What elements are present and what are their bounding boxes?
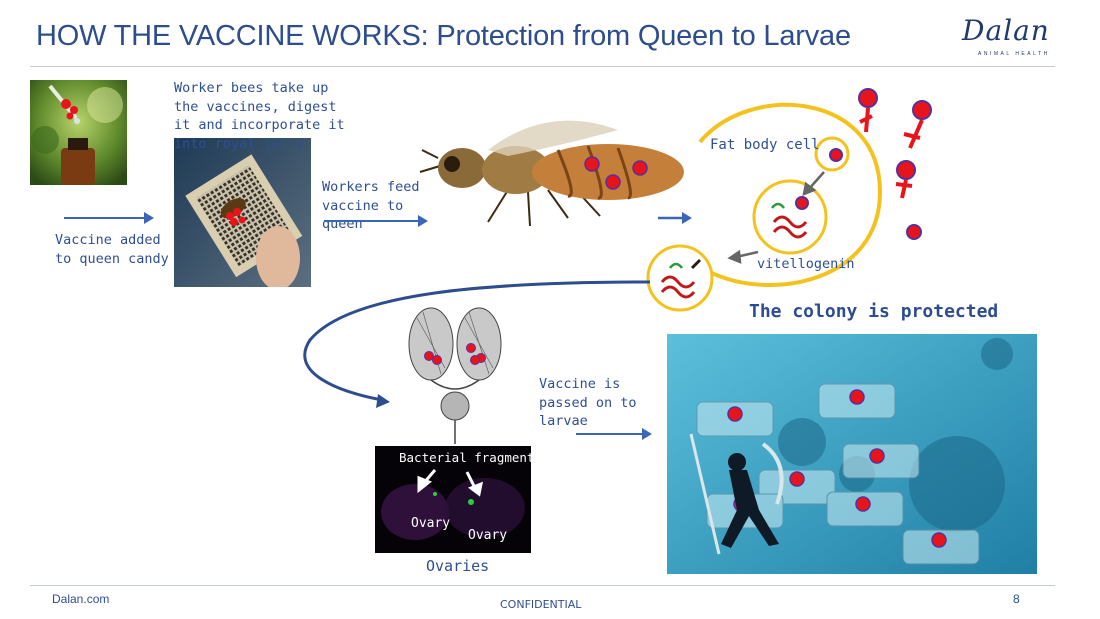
footer-website: Dalan.com [52, 592, 110, 606]
ovaries-caption: Ovaries [426, 557, 490, 575]
colony-protected-image [667, 334, 1037, 574]
queen-cage-photo [174, 138, 311, 287]
queen-bee-illustration [419, 120, 684, 227]
ovary-micrograph: Bacterial fragments Ovary Ovary [375, 446, 531, 553]
curved-arrow-to-ovaries [303, 280, 651, 408]
footer-divider [30, 585, 1055, 586]
page-number: 8 [1013, 592, 1020, 606]
fat-body-cell-label: Fat body cell [710, 137, 820, 153]
title-divider [30, 66, 1055, 67]
worker-bees-text: Worker bees take up the vaccines, digest… [174, 80, 345, 152]
dropper-bottle-photo [30, 80, 127, 185]
dalan-logo: Dalan ANIMAL HEALTH [962, 14, 1062, 66]
ovary-label-1: Ovary [411, 516, 451, 531]
arrow-3 [658, 212, 692, 224]
colony-protected-heading: The colony is protected [749, 301, 999, 322]
arrow-1 [64, 212, 154, 224]
fat-body-cell-diagram [646, 88, 932, 312]
bacterial-fragments-label: Bacterial fragments [399, 450, 531, 465]
arrow-4 [576, 428, 652, 440]
vaccine-added-text: Vaccine added to queen candy [55, 232, 169, 267]
vitellogenin-label: vitellogenin [757, 256, 855, 272]
slide-title: HOW THE VACCINE WORKS: Protection from Q… [36, 20, 851, 52]
ovary-label-2: Ovary [468, 528, 508, 543]
passed-to-larvae-text: Vaccine is passed on to larvae [539, 376, 637, 429]
logo-subtitle: ANIMAL HEALTH [978, 51, 1050, 57]
logo-text: Dalan [962, 14, 1050, 47]
workers-feed-text: Workers feed vaccine to queen [322, 179, 420, 232]
ovary-anatomy-diagram [408, 307, 502, 444]
arrow-2 [324, 215, 428, 227]
footer-confidential: CONFIDENTIAL [500, 598, 582, 611]
